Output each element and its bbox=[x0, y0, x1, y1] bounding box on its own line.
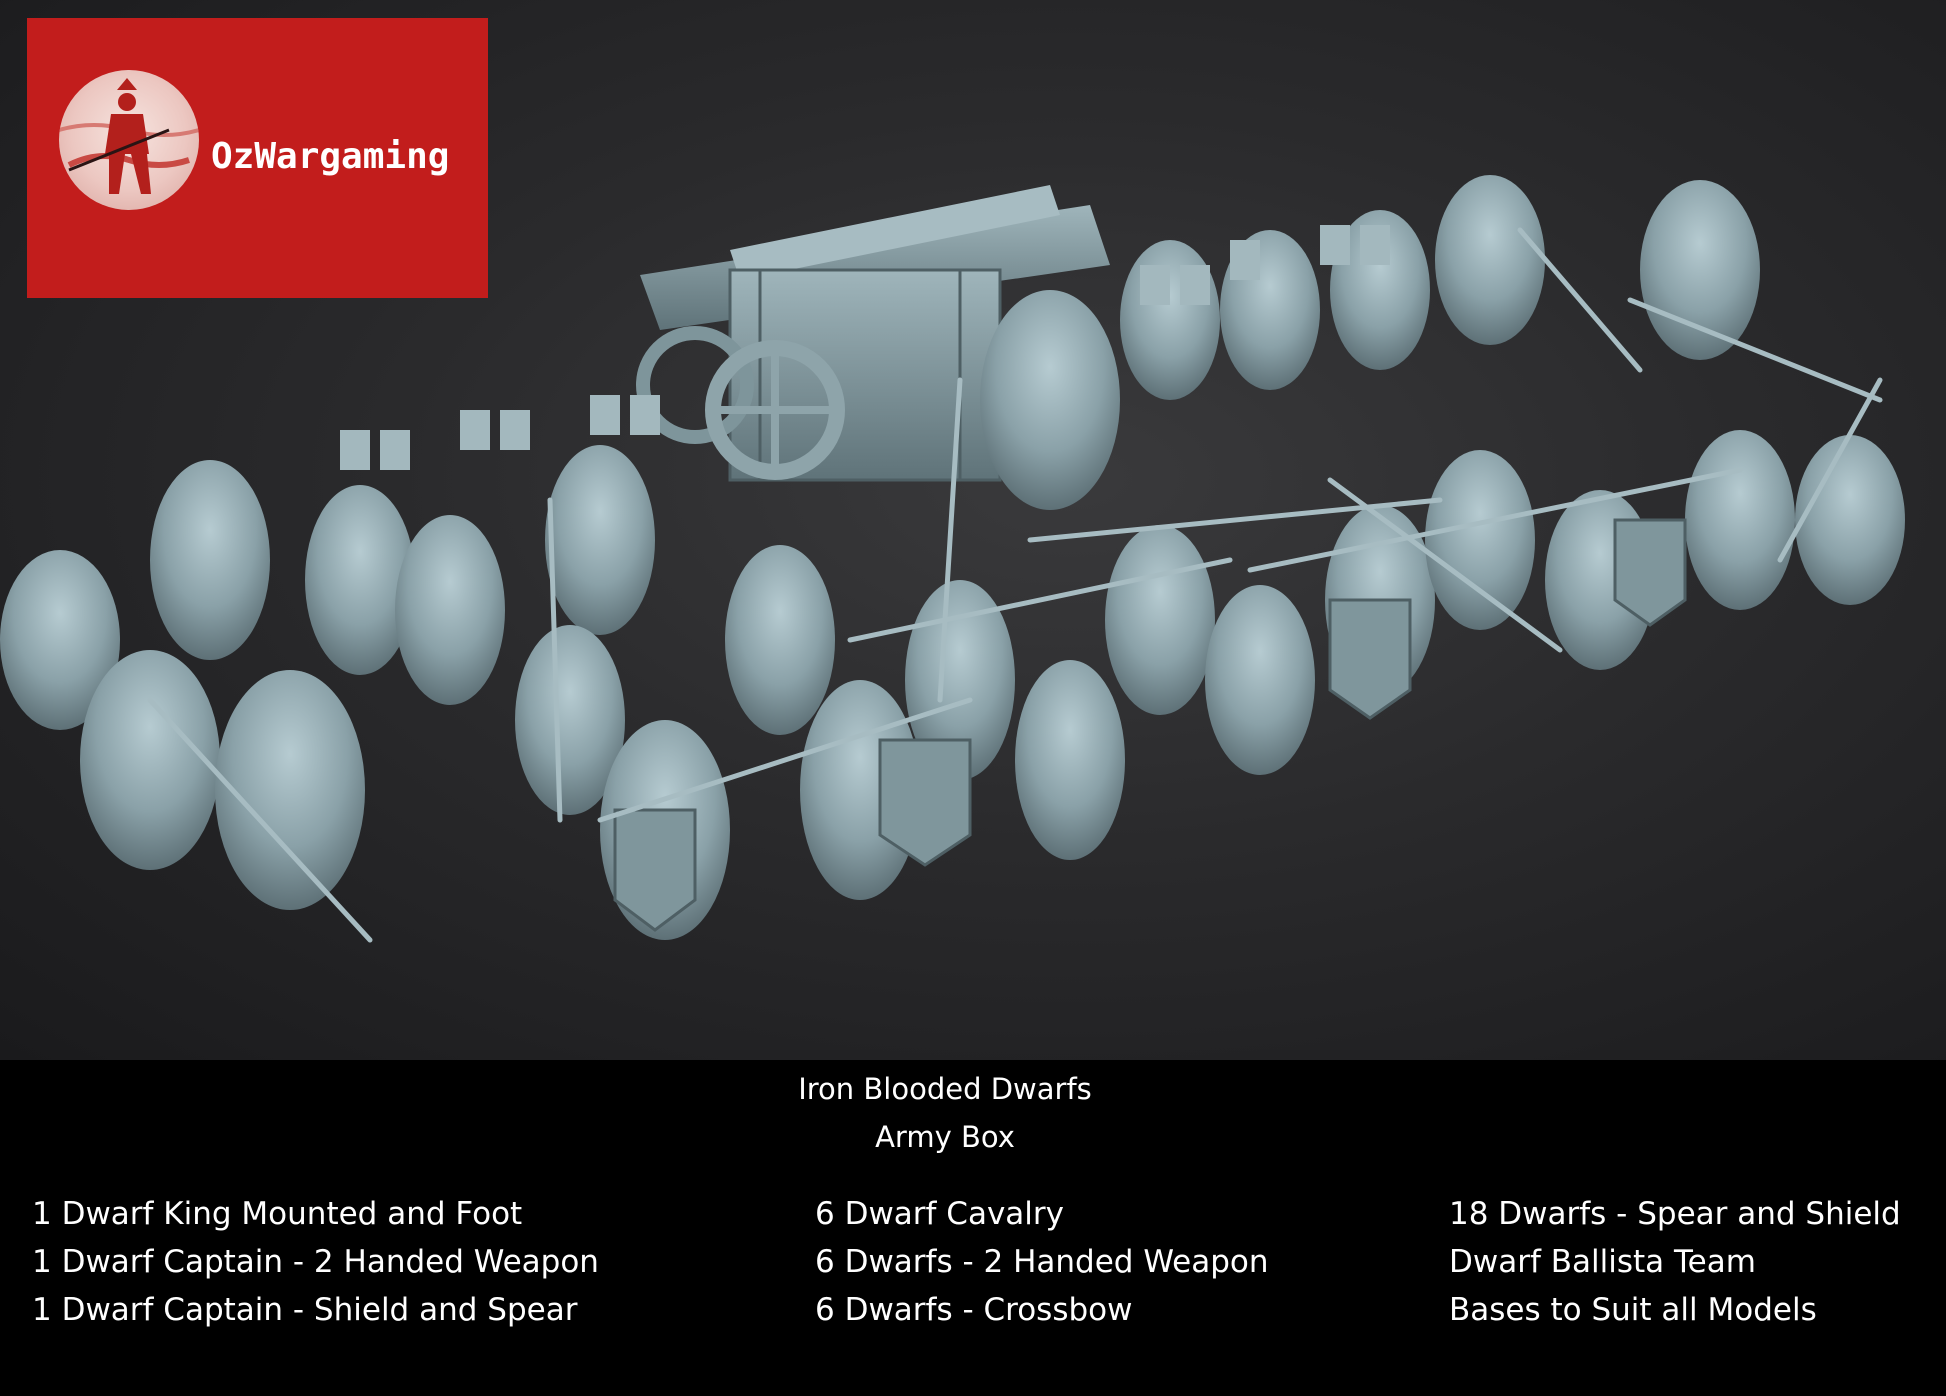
list-item: 1 Dwarf Captain - 2 Handed Weapon bbox=[32, 1244, 599, 1280]
product-subtitle: Army Box bbox=[875, 1120, 1015, 1154]
contents-column-3: 18 Dwarfs - Spear and Shield Dwarf Balli… bbox=[1449, 1190, 1901, 1334]
shields bbox=[613, 518, 1687, 932]
crossbow-bolts bbox=[340, 225, 1390, 470]
miniatures-render: OzWargaming bbox=[0, 0, 1946, 1060]
list-item: 18 Dwarfs - Spear and Shield bbox=[1449, 1196, 1901, 1232]
ballista-wagon bbox=[636, 185, 1110, 482]
list-item: 6 Dwarfs - 2 Handed Weapon bbox=[815, 1244, 1269, 1280]
product-title: Iron Blooded Dwarfs bbox=[798, 1072, 1092, 1106]
list-item: 1 Dwarf King Mounted and Foot bbox=[32, 1196, 523, 1232]
list-item: 6 Dwarf Cavalry bbox=[815, 1196, 1064, 1232]
contents-column-1: 1 Dwarf King Mounted and Foot 1 Dwarf Ca… bbox=[32, 1190, 599, 1334]
spears bbox=[147, 227, 1883, 943]
list-item: 6 Dwarfs - Crossbow bbox=[815, 1292, 1133, 1328]
dwarf-army-illustration bbox=[0, 175, 1905, 943]
logo-text: OzWargaming bbox=[211, 136, 450, 177]
logo-banner: OzWargaming bbox=[27, 18, 488, 298]
list-item: 1 Dwarf Captain - Shield and Spear bbox=[32, 1292, 578, 1328]
list-item: Dwarf Ballista Team bbox=[1449, 1244, 1756, 1280]
contents-column-2: 6 Dwarf Cavalry 6 Dwarfs - 2 Handed Weap… bbox=[815, 1190, 1269, 1334]
samurai-warrior-icon bbox=[59, 70, 199, 210]
list-item: Bases to Suit all Models bbox=[1449, 1292, 1817, 1328]
product-caption: Iron Blooded Dwarfs Army Box 1 Dwarf Kin… bbox=[0, 1060, 1946, 1396]
